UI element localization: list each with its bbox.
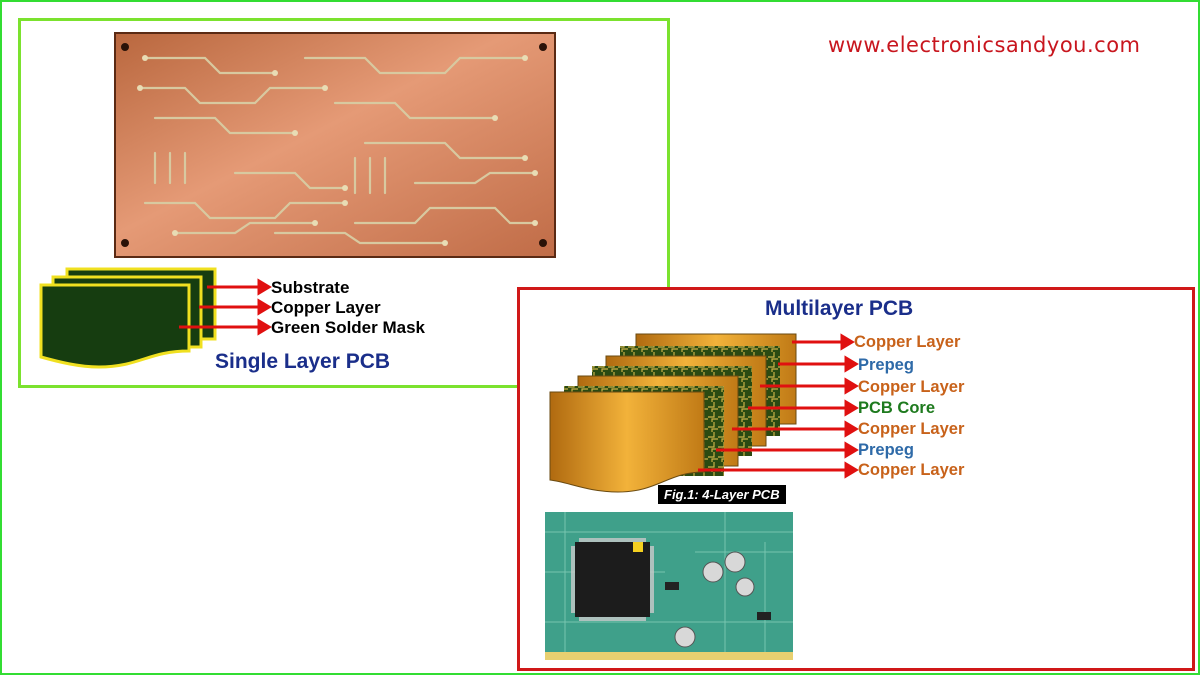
single-label-copper-layer: Copper Layer [271,298,381,317]
multilayer-stack-illustration [549,333,797,493]
multilayer-arrows [698,333,859,479]
figure-caption: Fig.1: 4-Layer PCB [658,485,786,504]
copper-pcb-board-image [114,32,556,258]
single-layer-title: Single Layer PCB [215,350,391,373]
multi-label-copper-3: Copper Layer [858,420,965,438]
multilayer-panel: Multilayer PCB [517,287,1195,671]
multi-label-prepeg-2: Prepeg [858,441,914,459]
multilayer-title: Multilayer PCB [765,297,914,320]
site-url: www.electronicsandyou.com [828,33,1141,57]
single-label-substrate: Substrate [271,278,350,297]
single-label-solder-mask: Green Solder Mask [271,318,426,337]
single-layer-panel: Substrate Copper Layer Green Solder Mask… [18,18,670,388]
multi-label-copper-1: Copper Layer [854,333,961,351]
multi-label-copper-4: Copper Layer [858,461,965,479]
multi-label-copper-2: Copper Layer [858,378,965,396]
multi-label-prepeg-1: Prepeg [858,356,914,374]
single-layer-arrows [179,278,272,336]
populated-pcb-photo [545,512,793,660]
multi-label-pcb-core: PCB Core [858,399,936,417]
